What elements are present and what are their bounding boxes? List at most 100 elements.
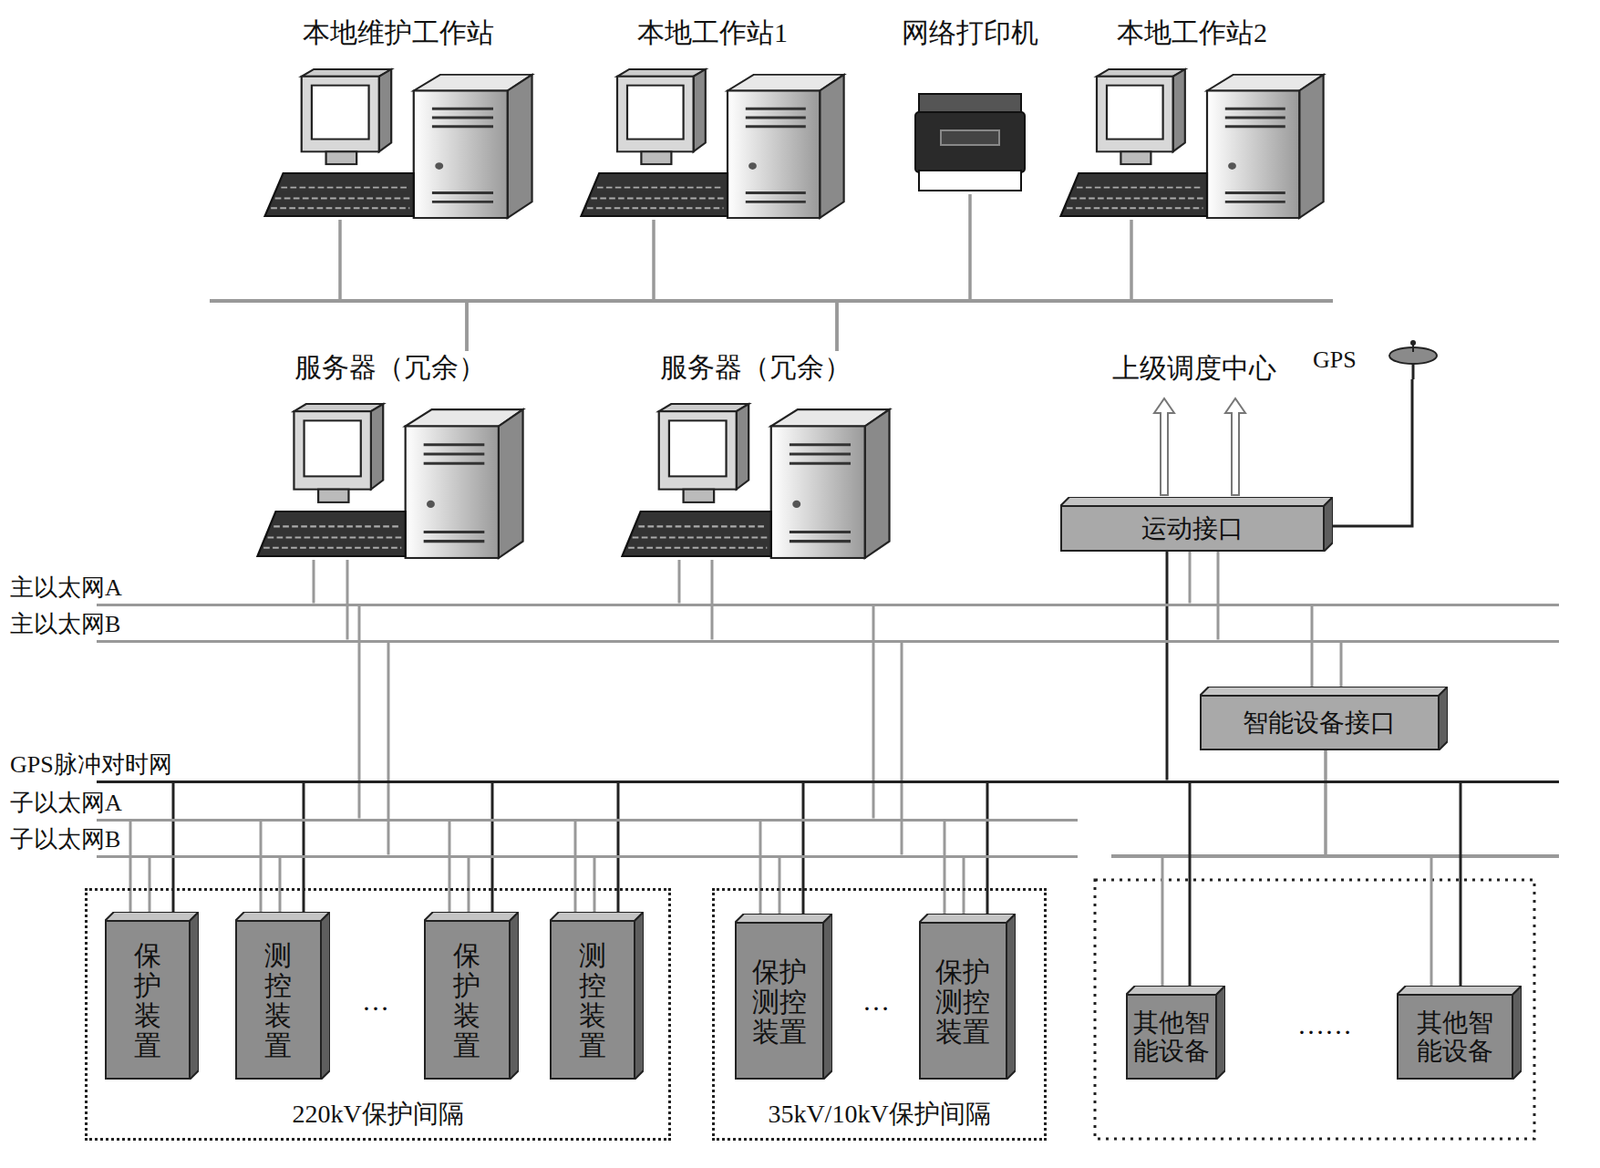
- shape-part: [301, 76, 380, 153]
- shape-part: [590, 196, 723, 199]
- shape-part: [587, 206, 724, 209]
- shape-part: [918, 93, 1022, 114]
- network-wire: [900, 642, 904, 856]
- shape-part: [426, 500, 435, 508]
- shape-part: [819, 74, 844, 218]
- shape-part: [311, 85, 370, 140]
- bus-label: 子以太网A: [10, 789, 125, 817]
- shape-part: [104, 911, 199, 921]
- shape-part: [915, 112, 1025, 173]
- bus-label: 子以太网B: [10, 825, 124, 854]
- shape-part: [627, 85, 684, 140]
- antenna-icon: [1385, 339, 1441, 380]
- shape-part: [405, 425, 499, 558]
- device-label: 保护测控装置: [752, 956, 807, 1047]
- sync-wire: [802, 783, 806, 915]
- device-box: 保护测控装置: [918, 913, 1016, 1080]
- network-wire: [387, 642, 391, 856]
- ellipsis: ……: [1297, 1008, 1353, 1042]
- network-wire: [466, 219, 1132, 351]
- computer-node: 服务器（冗余）: [618, 350, 894, 560]
- computer-node: 服务器（冗余）: [253, 350, 527, 560]
- shape-part: [1396, 985, 1522, 995]
- box-face: 保护装置: [104, 920, 190, 1080]
- box-face: 运动接口: [1060, 505, 1324, 552]
- shape-part: [1512, 985, 1522, 1080]
- network-wire: [653, 219, 837, 351]
- printer-icon: [913, 90, 1027, 195]
- shape-part: [1070, 196, 1203, 199]
- network-wire: [1162, 750, 1326, 986]
- shape-part: [1120, 151, 1151, 165]
- device-box: 其他智能设备: [1396, 985, 1522, 1080]
- box-face: 保护测控装置: [734, 922, 824, 1080]
- shape-part: [640, 151, 671, 165]
- shape-part: [550, 920, 635, 1079]
- shape-part: [617, 69, 706, 77]
- computer-node: 本地工作站2: [1056, 16, 1328, 220]
- box-face: 保护测控装置: [918, 922, 1007, 1080]
- device-box: 保护装置: [423, 911, 519, 1080]
- shape-part: [423, 539, 486, 543]
- shape-part: [789, 443, 851, 446]
- device-box: 测控装置: [235, 911, 331, 1080]
- shape-part: [628, 547, 767, 549]
- node-label: 本地工作站1: [558, 16, 867, 50]
- network-wire: [678, 559, 682, 604]
- shape-part: [789, 530, 851, 534]
- shape-part: [1225, 116, 1286, 120]
- shape-part: [509, 911, 519, 1080]
- shape-part: [268, 536, 403, 539]
- shape-part: [659, 411, 737, 489]
- shape-part: [432, 191, 494, 195]
- shape-part: [371, 403, 383, 490]
- shape-part: [432, 124, 494, 128]
- shape-part: [1397, 994, 1513, 1079]
- uplink-arrow: [1225, 398, 1246, 496]
- device-label: 测控装置: [264, 939, 292, 1061]
- shape-part: [789, 462, 851, 465]
- computer-icon: [618, 402, 894, 560]
- shape-part: [432, 107, 494, 111]
- sync-wire: [1332, 379, 1413, 527]
- shape-part: [865, 409, 890, 558]
- network-bus: 主以太网B: [96, 640, 1559, 643]
- shape-part: [1323, 496, 1333, 552]
- shape-part: [432, 116, 494, 120]
- shape-part: [379, 69, 392, 152]
- device-label: 保护装置: [134, 939, 162, 1061]
- shape-part: [1200, 695, 1439, 750]
- shape-part: [1096, 76, 1174, 153]
- shape-part: [1066, 206, 1204, 209]
- sync-wire: [302, 783, 306, 913]
- shape-part: [423, 911, 519, 921]
- box-label: 运动接口: [1141, 515, 1244, 544]
- shape-part: [1006, 913, 1016, 1080]
- device-box: 保护测控装置: [734, 913, 833, 1080]
- shape-part: [1199, 686, 1448, 696]
- destination-label: 上级调度中心: [1112, 351, 1277, 385]
- shape-part: [1126, 994, 1217, 1079]
- shape-part: [423, 462, 486, 465]
- shape-part: [275, 196, 411, 199]
- bus-label: GPS脉冲对时网: [10, 751, 176, 779]
- shape-part: [771, 425, 866, 558]
- gps-antenna-node: GPS: [1312, 339, 1441, 380]
- device-label: 其他智能设备: [1133, 1009, 1210, 1066]
- shape-part: [1061, 505, 1324, 551]
- device-label: 保护装置: [453, 939, 481, 1061]
- shape-part: [1410, 340, 1416, 346]
- shape-part: [1225, 200, 1286, 204]
- shape-part: [1225, 107, 1286, 111]
- computer-icon: [253, 402, 527, 560]
- shape-part: [940, 130, 1000, 145]
- shape-part: [745, 200, 806, 204]
- shape-part: [1225, 124, 1286, 128]
- shape-part: [580, 173, 728, 217]
- shape-part: [748, 162, 757, 170]
- device-group-outline: [1094, 879, 1535, 1139]
- shape-part: [270, 206, 410, 209]
- computer-node: 本地工作站1: [577, 16, 848, 220]
- network-bus: 子以太网B: [96, 855, 1078, 858]
- computer-icon: [1056, 67, 1328, 220]
